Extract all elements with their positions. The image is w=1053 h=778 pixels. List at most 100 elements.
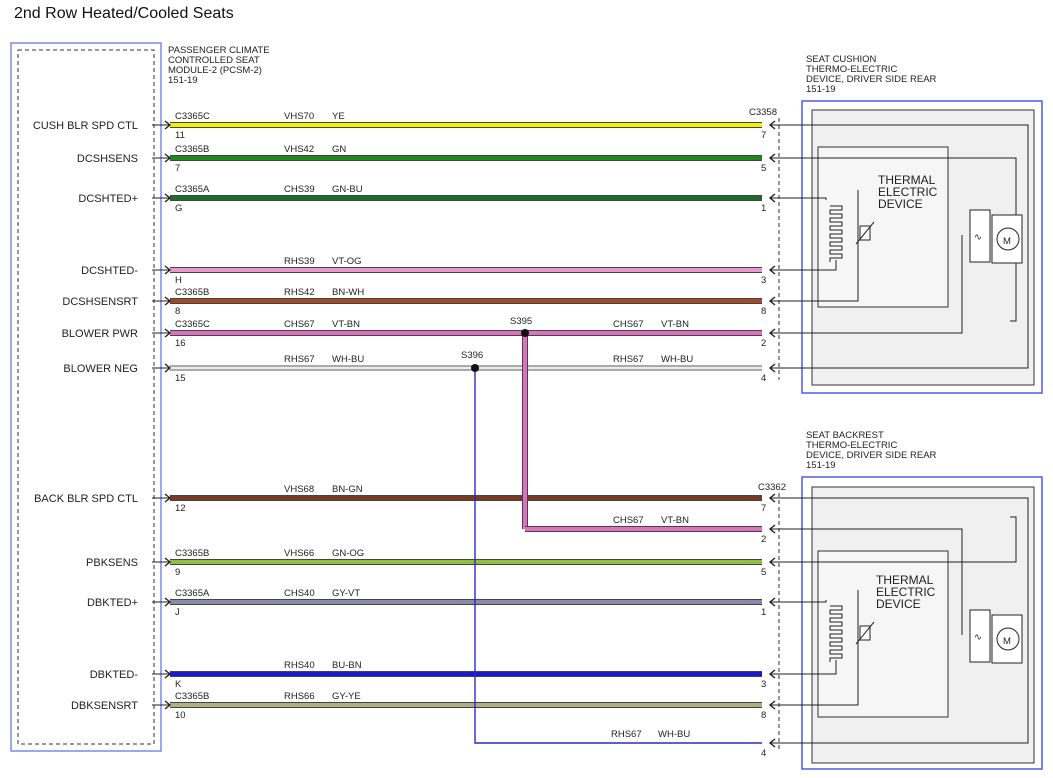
device-arrow: [768, 153, 776, 163]
circuit-label: RHS39: [284, 256, 315, 267]
wires-layer: [170, 122, 762, 744]
backrest-motor-icon: [996, 627, 1020, 651]
device-arrow: [768, 597, 776, 607]
device-pin-number: 5: [761, 567, 766, 578]
pin-number: J: [175, 607, 180, 618]
pin-number: 12: [175, 503, 186, 514]
device-arrow: [768, 265, 776, 275]
wire-color-label: GN-BU: [332, 184, 363, 195]
connector-label: C3365B: [175, 691, 209, 702]
pin-label: BLOWER NEG: [63, 363, 138, 375]
device-arrow: [768, 493, 776, 503]
device-arrow: [768, 120, 776, 130]
cushion-loop-2: [800, 235, 963, 334]
cushion-thermal-label-1: ELECTRIC: [878, 185, 938, 199]
wire-color-label: GY-VT: [332, 588, 360, 599]
device-pin-number: 2: [761, 534, 766, 545]
circuit-label: RHS40: [284, 660, 315, 671]
connector-label: C3365A: [175, 184, 210, 195]
device-arrow: [768, 557, 776, 567]
module-name-line-2: MODULE-2 (PCSM-2): [168, 65, 262, 76]
circuit-label: VHS70: [284, 111, 314, 122]
module-arrow: [164, 669, 172, 679]
module-name-line-0: PASSENGER CLIMATE: [168, 45, 270, 56]
device-pin-number: 1: [761, 203, 766, 214]
backrest-device: SEAT BACKREST THERMO-ELECTRIC DEVICE, DR…: [758, 430, 1043, 770]
device-pin-number: 1: [761, 607, 766, 618]
circuit-label: CHS67: [613, 515, 644, 526]
backrest-loop-5: [800, 516, 1017, 563]
circuit-label: RHS66: [284, 691, 315, 702]
backrest-connector: C3362: [758, 482, 786, 493]
after-splice-color: VT-BN: [661, 319, 689, 330]
pin-number: H: [175, 275, 182, 286]
pin-number: K: [175, 679, 182, 690]
pin-label: DCSHSENS: [77, 153, 138, 165]
wire-color-label: VT-OG: [332, 256, 362, 267]
cushion-loop-outer: [800, 124, 1029, 369]
wire-rhs67-branch: [474, 368, 762, 744]
pin-label: BACK BLR SPD CTL: [34, 493, 138, 505]
cushion-name-line-0: SEAT CUSHION: [806, 54, 877, 65]
backrest-fan-housing: [969, 609, 991, 663]
pin-label: DCSHTED+: [78, 193, 138, 205]
cushion-loop-3: [800, 260, 837, 271]
connector-label: C3365C: [175, 111, 210, 122]
module-arrow: [164, 597, 172, 607]
backrest-name-line-0: SEAT BACKREST: [806, 430, 884, 441]
cushion-name-line-3: 151-19: [806, 84, 836, 95]
pin-number: G: [175, 203, 182, 214]
connector-label: C3365B: [175, 287, 209, 298]
pin-label: PBKSENS: [86, 557, 138, 569]
device-arrow: [768, 328, 776, 338]
wire-color-label: BN-WH: [332, 287, 364, 298]
circuit-label: CHS40: [284, 588, 315, 599]
device-pin-number: 7: [761, 503, 766, 514]
cushion-name-line-2: DEVICE, DRIVER SIDE REAR: [806, 74, 937, 85]
cushion-loop-1: [800, 197, 827, 200]
circuit-label: VHS68: [284, 484, 314, 495]
cushion-fan-housing: [969, 209, 991, 263]
splice-s396: [471, 364, 479, 372]
module-arrow: [164, 193, 172, 203]
pin-number: 7: [175, 163, 180, 174]
connector-label: C3365B: [175, 144, 209, 155]
circuit-label: VHS42: [284, 144, 314, 155]
pin-label: DBKSENSRT: [71, 700, 138, 712]
splice-s395-label: S395: [510, 316, 532, 327]
backrest-loop-2: [800, 528, 963, 635]
module-arrow: [164, 265, 172, 275]
device-arrow: [768, 738, 776, 748]
circuit-label: RHS67: [611, 729, 642, 740]
labels-layer: CUSH BLR SPD CTL C3365C 1 1 VHS70 YE 7 DCSHSENS…: [33, 111, 800, 759]
cushion-thermal-label-2: DEVICE: [878, 197, 923, 211]
after-splice-circuit: RHS67: [613, 354, 644, 365]
circuit-label: CHS67: [284, 319, 315, 330]
wire-color-label: GY-YE: [332, 691, 361, 702]
cushion-motor-label: M: [1003, 236, 1011, 247]
connector-label: C3365B: [175, 548, 209, 559]
after-splice-color: WH-BU: [661, 354, 693, 365]
cushion-sensor-arrow: [855, 221, 875, 245]
device-pin-number: 3: [761, 275, 766, 286]
backrest-heater-coil: [829, 605, 843, 662]
backrest-thermal-label-1: ELECTRIC: [876, 585, 936, 599]
module-arrow: [164, 493, 172, 503]
device-pin-number: 8: [761, 306, 766, 317]
device-arrow: [768, 700, 776, 710]
pin-label: DCSHTED-: [81, 265, 138, 277]
module-name-line-1: CONTROLLED SEAT: [168, 55, 260, 66]
wire-color-label: YE: [332, 111, 345, 122]
wire-color-label: BU-BN: [332, 660, 362, 671]
device-arrow: [768, 524, 776, 534]
after-splice-circuit: CHS67: [613, 319, 644, 330]
device-pin-number: 4: [761, 373, 766, 384]
pin-label: CUSH BLR SPD CTL: [33, 120, 138, 132]
cushion-fan-symbol: ∿: [974, 232, 982, 243]
device-arrow: [768, 669, 776, 679]
pin-label: BLOWER PWR: [62, 328, 138, 340]
device-pin-number: 4: [761, 748, 766, 759]
device-pin-number: 8: [761, 710, 766, 721]
wire-color-label: VT-BN: [661, 515, 689, 526]
